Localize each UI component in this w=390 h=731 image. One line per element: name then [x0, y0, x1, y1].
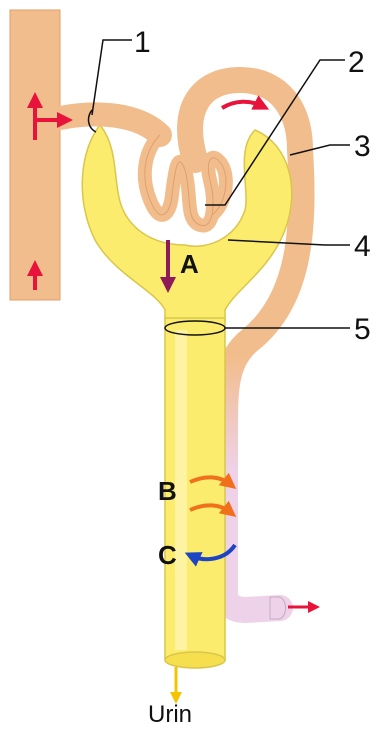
label-part-3: 3: [354, 130, 371, 163]
label-process-a: A: [180, 249, 199, 279]
label-part-1: 1: [134, 26, 151, 59]
label-output-urin: Urin: [148, 701, 192, 728]
afferent-arteriole: [60, 114, 160, 135]
efferent-flow-arrow: [222, 102, 262, 108]
duct-highlight: [175, 330, 187, 650]
label-part-2: 2: [348, 46, 365, 79]
collecting-duct-opening: [165, 652, 225, 668]
blood-vessel: [10, 10, 60, 300]
label-part-4: 4: [354, 230, 371, 263]
label-process-c: C: [158, 540, 177, 570]
distal-tubule-end: [270, 597, 286, 619]
label-process-b: B: [158, 476, 177, 506]
label-part-5: 5: [354, 313, 371, 346]
